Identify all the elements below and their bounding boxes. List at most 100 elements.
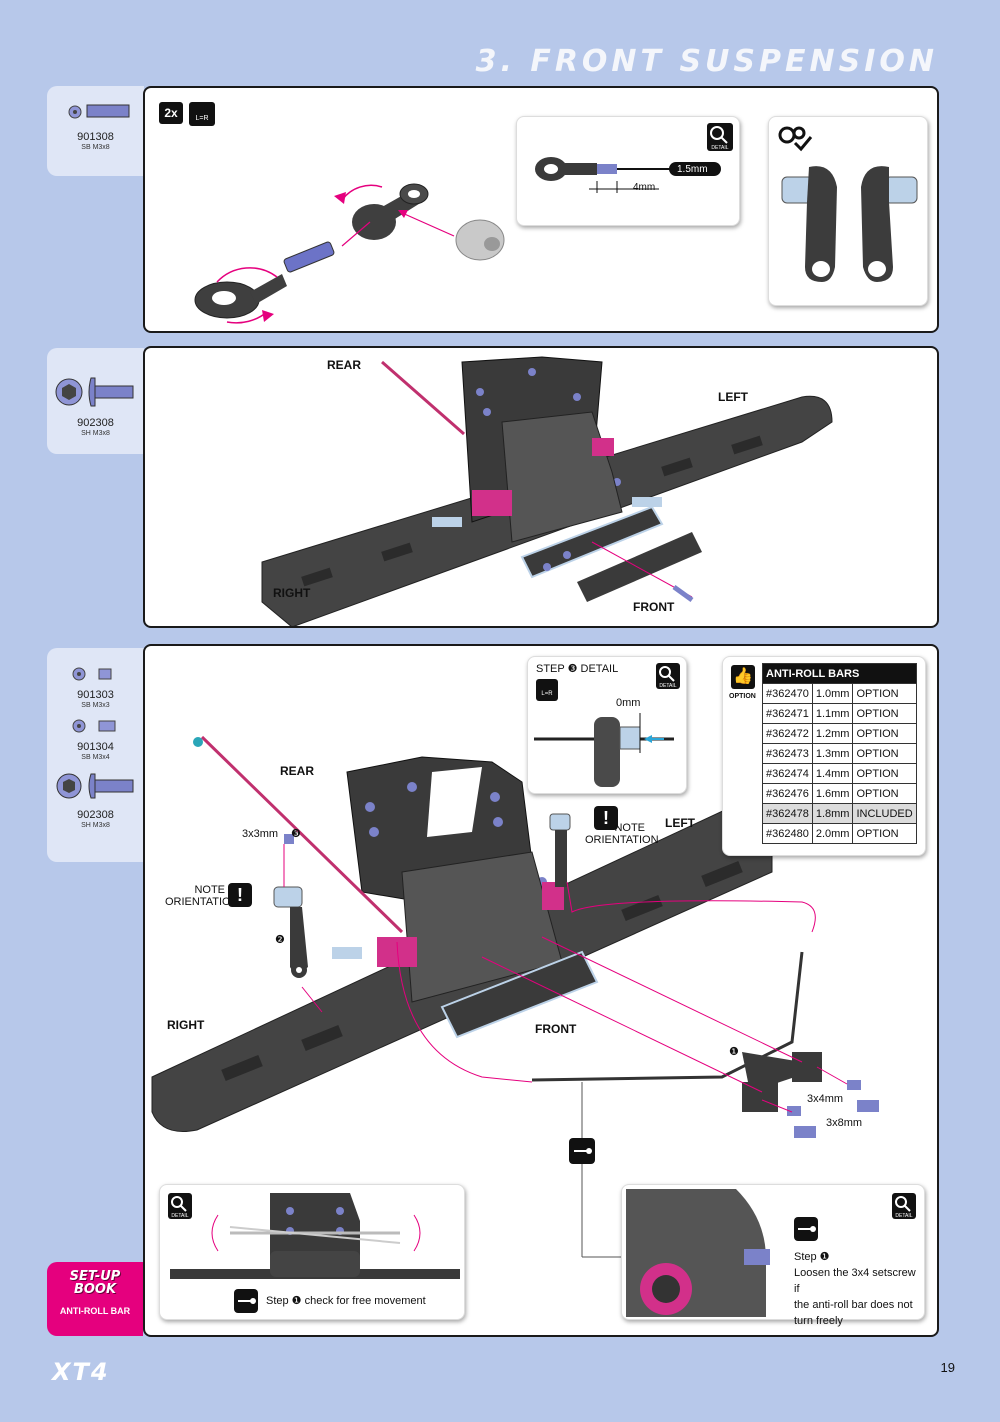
detail-dim-label: 0mm <box>616 697 641 709</box>
hex-driver-icon <box>234 1289 258 1313</box>
free-movement-label: Step ❶ check for free movement <box>266 1295 426 1307</box>
rod-end-assembly-illustration <box>194 183 505 324</box>
lr-symmetry-icon: L=R <box>189 102 215 126</box>
screw-3x8-label: 3x8mm <box>826 1117 863 1129</box>
setscrew-loosen-box: DETAIL Step ❶ Loosen the 3x4 setscrew if… <box>621 1184 925 1327</box>
setup-subtitle: ANTI-ROLL BAR <box>59 1306 131 1316</box>
part-number: 902308 <box>77 417 114 429</box>
free-movement-box: DETAIL Step ❶ check for free movement <box>159 1184 465 1320</box>
lr-symmetry-icon: L=R <box>536 679 558 701</box>
step-number-1: ❶ <box>729 1046 739 1058</box>
setup-title-2: BOOK <box>73 1282 117 1297</box>
length-label: 4mm <box>633 182 656 193</box>
loosen-line: turn freely <box>794 1315 843 1327</box>
tool-measure-illustration <box>535 157 721 193</box>
screw-sh-icon <box>56 773 134 799</box>
tool-size-label: 1.5mm <box>677 164 708 175</box>
table-title: ANTI-ROLL BARS <box>762 663 917 684</box>
step1-detail-box: DETAIL 1.5mm 4mm <box>516 116 740 226</box>
orientation-box <box>768 116 928 306</box>
step3-panel: REAR LEFT RIGHT FRONT 3x3mm ❸ ❷ ❶ 3x4mm … <box>143 644 939 1337</box>
part-number: 901308 <box>77 131 114 143</box>
detail-magnifier-icon: DETAIL <box>707 123 733 151</box>
part-desc: SB M3x8 <box>81 144 110 151</box>
gear-check-icon <box>778 126 813 152</box>
loosen-line: the anti-roll bar does not <box>794 1299 913 1311</box>
part-number: 901304 <box>77 741 114 753</box>
note-label: NOTE <box>194 884 225 896</box>
dir-right: RIGHT <box>273 586 311 600</box>
part-number: 902308 <box>77 809 114 821</box>
part-desc: SH M3x8 <box>81 430 110 437</box>
detail-magnifier-icon: DETAIL <box>892 1193 916 1219</box>
loosen-step: Step ❶ <box>794 1251 830 1263</box>
step1-panel: 2x L=R DETAIL <box>143 86 939 333</box>
hex-driver-icon <box>794 1217 818 1241</box>
thumbs-up-icon: 👍 <box>731 665 755 689</box>
setscrew-detail-illustration <box>534 713 674 787</box>
svg-text:DETAIL: DETAIL <box>171 1213 188 1219</box>
lr-label: L=R <box>541 691 553 697</box>
screw-sb-icon <box>68 104 130 119</box>
qty-badge: 2x <box>159 102 183 124</box>
parts-box-step2: 902308 SH M3x8 <box>47 348 144 454</box>
front-bulkhead-illustration <box>261 356 833 626</box>
loosen-line: Loosen the 3x4 setscrew if <box>794 1267 916 1295</box>
screw-sb-medium-icon <box>72 719 116 733</box>
note-orientation-left: NOTE ORIENTATION <box>165 884 239 908</box>
detail-magnifier-icon: DETAIL <box>656 663 680 689</box>
dir-left: LEFT <box>718 390 748 404</box>
warning-icon: ! <box>228 883 252 907</box>
page-title: 3. FRONT SUSPENSION <box>475 44 938 79</box>
part-number: 901303 <box>77 689 114 701</box>
detail-title: STEP ❸ DETAIL <box>536 663 619 675</box>
setscrew-3x4-label: 3x4mm <box>807 1093 844 1105</box>
part-desc: SB M3x4 <box>81 754 110 761</box>
anti-roll-bar-assembly-illustration <box>151 735 879 1258</box>
orientation-label: ORIENTATION <box>165 896 239 908</box>
option-label: OPTION <box>729 693 756 700</box>
note-label: NOTE <box>614 822 645 834</box>
part-desc: SB M3x3 <box>81 702 110 709</box>
hex-driver-icon <box>569 1138 595 1164</box>
parts-box-step1: 901308 SB M3x8 <box>47 86 144 176</box>
dir-front: FRONT <box>633 600 675 614</box>
step3-detail-box: STEP ❸ DETAIL L=R DETAIL 0mm <box>527 656 687 794</box>
step-number-3: ❸ <box>291 828 301 840</box>
warning-icon: ! <box>594 806 618 830</box>
dir-left: LEFT <box>665 816 695 830</box>
dir-rear: REAR <box>327 358 362 372</box>
dir-rear: REAR <box>280 764 315 778</box>
setscrew-closeup-illustration <box>626 1189 770 1317</box>
page-number: 19 <box>940 1360 955 1375</box>
dir-right: RIGHT <box>167 1018 205 1032</box>
loosen-instructions: Step ❶ Loosen the 3x4 setscrew if the an… <box>794 1249 924 1329</box>
setscrew-label: 3x3mm <box>242 828 279 840</box>
note-orientation-right: NOTE ORIENTATION <box>585 822 659 846</box>
orientation-label: ORIENTATION <box>585 834 659 846</box>
parts-box-step3: 901303 SB M3x3 901304 SB M3x4 902308 SH … <box>47 648 144 862</box>
rod-ends-orientation-illustration <box>781 166 918 282</box>
step-number-2: ❷ <box>275 934 285 946</box>
step2-panel: REAR LEFT RIGHT FRONT <box>143 346 939 628</box>
free-movement-illustration <box>170 1193 460 1279</box>
svg-text:DETAIL: DETAIL <box>711 145 728 151</box>
screw-sb-short-icon <box>72 667 112 681</box>
part-desc: SH M3x8 <box>81 822 110 829</box>
setup-book-tab: SET-UP BOOK ANTI-ROLL BAR <box>47 1262 143 1336</box>
dir-front: FRONT <box>535 1022 577 1036</box>
lr-label: L=R <box>195 115 209 122</box>
detail-magnifier-icon: DETAIL <box>168 1193 192 1219</box>
svg-text:DETAIL: DETAIL <box>895 1213 912 1219</box>
screw-sh-icon <box>55 377 134 407</box>
xt4-logo: XT4 <box>52 1358 110 1386</box>
